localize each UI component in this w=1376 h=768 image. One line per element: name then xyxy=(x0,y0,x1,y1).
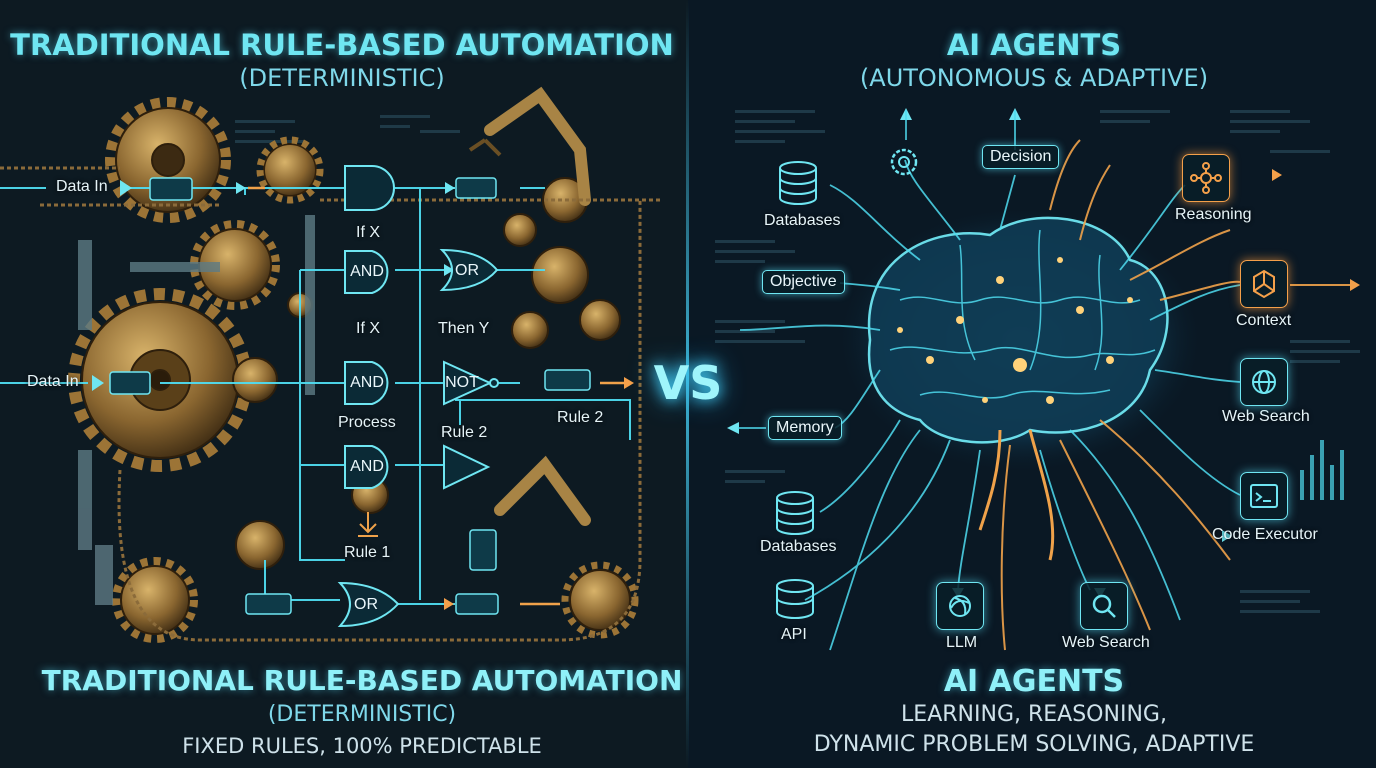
not-gate: NOT xyxy=(445,374,479,391)
rule-1-label: Rule 1 xyxy=(344,544,391,561)
if-x-label-1: If X xyxy=(356,224,381,241)
terminal-icon xyxy=(1240,472,1288,520)
reasoning-icon xyxy=(1182,154,1230,202)
left-footer-tagline: FIXED RULES, 100% PREDICTABLE xyxy=(182,734,542,758)
right-footer-title: AI AGENTS xyxy=(943,664,1125,699)
databases-label-bottom: Databases xyxy=(760,538,837,555)
code-executor-label: Code Executor xyxy=(1212,526,1318,543)
data-in-label-1: Data In xyxy=(56,178,108,195)
rule-2-label-a: Rule 2 xyxy=(441,424,488,441)
context-label: Context xyxy=(1236,312,1292,329)
context-icon xyxy=(1240,260,1288,308)
and-gate-3: AND xyxy=(350,458,384,475)
process-label: Process xyxy=(338,414,396,431)
left-footer-title: TRADITIONAL RULE-BASED AUTOMATION xyxy=(41,664,683,697)
web-globe-icon xyxy=(1240,358,1288,406)
rule-2-label-b: Rule 2 xyxy=(557,409,604,426)
web-search-label-right: Web Search xyxy=(1222,408,1310,425)
objective-node: Objective xyxy=(762,270,845,294)
and-gate-1: AND xyxy=(350,263,384,280)
left-heading-title: TRADITIONAL RULE-BASED AUTOMATION xyxy=(10,28,674,62)
llm-label: LLM xyxy=(946,634,978,651)
vs-badge: VS xyxy=(653,356,723,410)
left-heading-subtitle: (DETERMINISTIC) xyxy=(239,64,445,92)
then-y-label: Then Y xyxy=(438,320,490,337)
llm-icon xyxy=(936,582,984,630)
databases-label-top: Databases xyxy=(764,212,841,229)
reasoning-label: Reasoning xyxy=(1175,206,1252,223)
decision-node: Decision xyxy=(982,145,1060,169)
right-heading-title: AI AGENTS xyxy=(946,28,1122,62)
left-footer-subtitle: (DETERMINISTIC) xyxy=(267,702,457,727)
data-in-label-2: Data In xyxy=(27,373,79,390)
right-heading-subtitle: (AUTONOMOUS & ADAPTIVE) xyxy=(859,64,1209,92)
right-footer-line1: LEARNING, REASONING, xyxy=(901,702,1167,727)
if-x-label-2: If X xyxy=(356,320,381,337)
or-gate-2: OR xyxy=(354,596,378,613)
memory-node: Memory xyxy=(768,416,842,440)
search-icon xyxy=(1080,582,1128,630)
or-gate-1: OR xyxy=(455,262,479,279)
web-search-label-bottom: Web Search xyxy=(1062,634,1150,651)
api-label: API xyxy=(781,626,807,643)
and-gate-2: AND xyxy=(350,374,384,391)
right-footer-line2: DYNAMIC PROBLEM SOLVING, ADAPTIVE xyxy=(813,732,1255,757)
